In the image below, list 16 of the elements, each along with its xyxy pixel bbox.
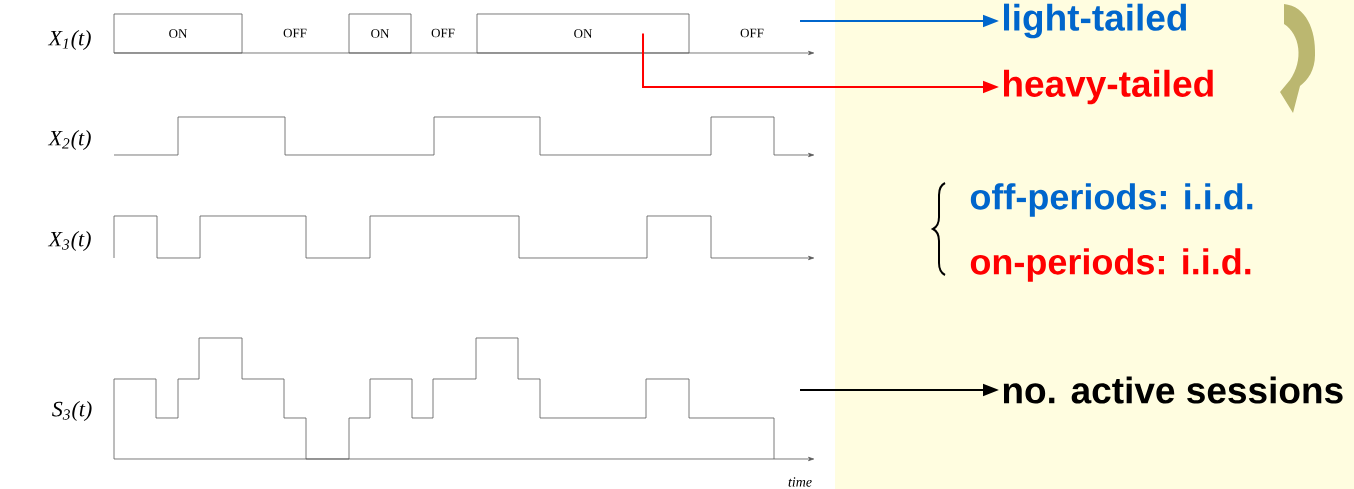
state-label: OFF	[740, 28, 764, 38]
note-text: off-periods: i.i.d.	[970, 183, 1253, 217]
label-text: light-tailed	[1004, 3, 1187, 39]
on-box: ON	[476, 13, 690, 54]
state-label: OFF	[431, 28, 455, 38]
axis-label: time	[788, 477, 812, 487]
axis-label: X$_{3}$(t)	[47, 231, 91, 251]
axis-label: X$_{2}$(t)	[47, 130, 91, 150]
axis-label: S$_{3}$(t)	[52, 401, 92, 421]
on-box: ON	[348, 13, 412, 54]
on-box: ON	[113, 13, 243, 54]
note-text: on-periods: i.i.d.	[970, 248, 1251, 282]
label-text: no. active sessions	[1003, 376, 1343, 404]
label-text: heavy-tailed	[1004, 69, 1213, 105]
state-label: OFF	[283, 28, 307, 38]
axis-label: X$_{1}$(t)	[47, 30, 91, 50]
